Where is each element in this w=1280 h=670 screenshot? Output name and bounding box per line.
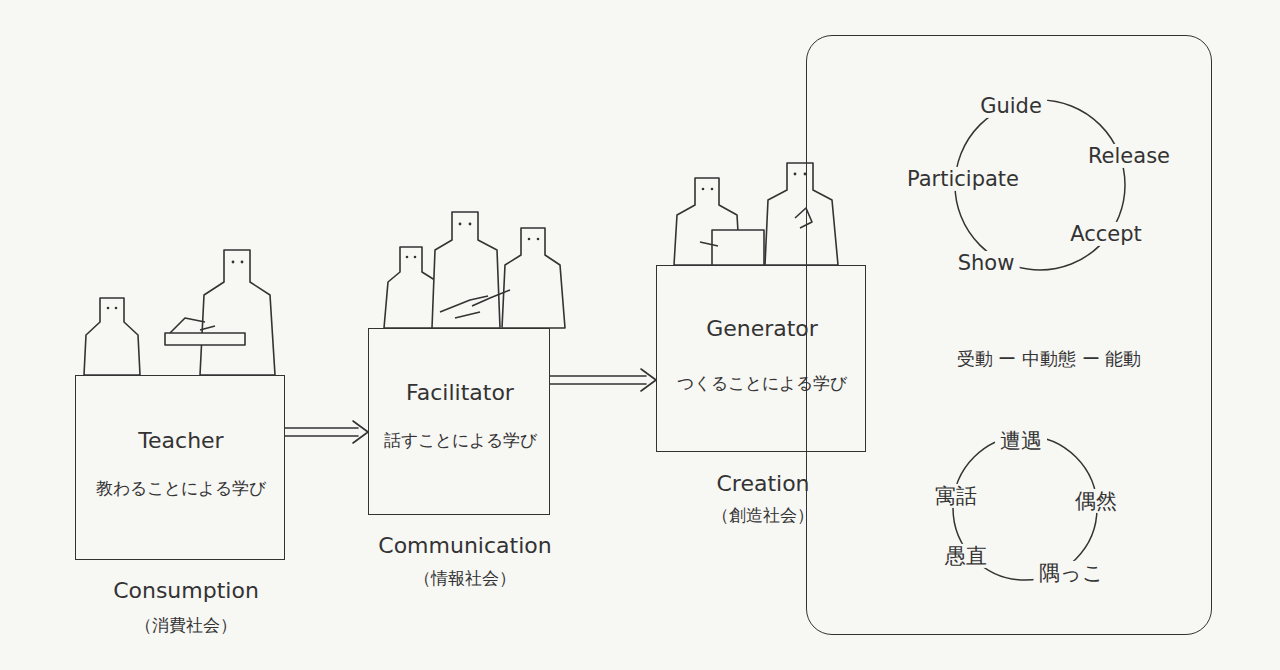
person-figure [502, 228, 565, 328]
society-label: Communication [378, 533, 551, 558]
eye [241, 261, 244, 264]
learning-mode: 話すことによる学び [384, 431, 537, 451]
role-title: Teacher [138, 428, 223, 453]
society-name: （創造社会） [712, 506, 814, 526]
working-hands [700, 208, 812, 246]
arrow-head [353, 421, 368, 443]
eye [711, 188, 714, 191]
facilitator-box: Facilitator話すことによる学びCommunication（情報社会） [368, 328, 550, 515]
role-title: Generator [706, 316, 818, 341]
eye [406, 256, 409, 259]
arrow-head [641, 369, 656, 391]
cycle-word: 寓話 [930, 484, 982, 508]
cycle-word: 偶然 [1070, 489, 1122, 513]
cycle-word: 隅っこ [1034, 561, 1109, 585]
society-label: Creation [716, 471, 809, 496]
maker-figure [765, 163, 838, 265]
generator-box: Generatorつくることによる学びCreation（創造社会） [656, 265, 866, 452]
arrow-shaft [550, 376, 646, 384]
teacher-figure [200, 250, 275, 375]
eye [469, 223, 472, 226]
teacher-arms [170, 318, 215, 333]
eye [794, 173, 797, 176]
eye [232, 261, 235, 264]
society-name: （情報社会） [414, 569, 516, 589]
learning-mode: 教わることによる学び [96, 479, 266, 499]
cycle-word: Accept [1065, 222, 1147, 246]
society-label: Consumption [113, 578, 259, 603]
student-figure [84, 298, 140, 375]
role-title: Facilitator [406, 380, 514, 405]
cycle-word: Show [953, 251, 1020, 275]
eye [537, 238, 540, 241]
cycle-word: Release [1083, 144, 1175, 168]
cycle-word: Participate [902, 167, 1024, 191]
eye [702, 188, 705, 191]
made-object [712, 230, 764, 265]
society-name: （消費社会） [135, 616, 237, 636]
eye [414, 256, 417, 259]
lectern [165, 333, 245, 345]
double-arrow [550, 369, 656, 391]
voice-scale: 受動 ー 中動態 ー 能動 [957, 349, 1142, 370]
figure-eyes [107, 173, 807, 310]
eye [528, 238, 531, 241]
cycle-word: 愚直 [940, 544, 992, 568]
cycle-word: 遭遇 [995, 429, 1047, 453]
eye [107, 307, 110, 310]
arrow-shaft [285, 428, 358, 436]
shaking-hands [440, 290, 510, 318]
eye [459, 223, 462, 226]
learning-mode: つくることによる学び [677, 374, 847, 394]
teacher-box: Teacher教わることによる学びConsumption（消費社会） [75, 375, 285, 560]
concept-panel: GuideReleaseAcceptShow Participate 受動 ー 中動… [806, 35, 1212, 635]
people-figures [84, 163, 838, 375]
double-arrow [285, 421, 368, 443]
cycle-word: Guide [975, 94, 1047, 118]
eye [115, 307, 118, 310]
